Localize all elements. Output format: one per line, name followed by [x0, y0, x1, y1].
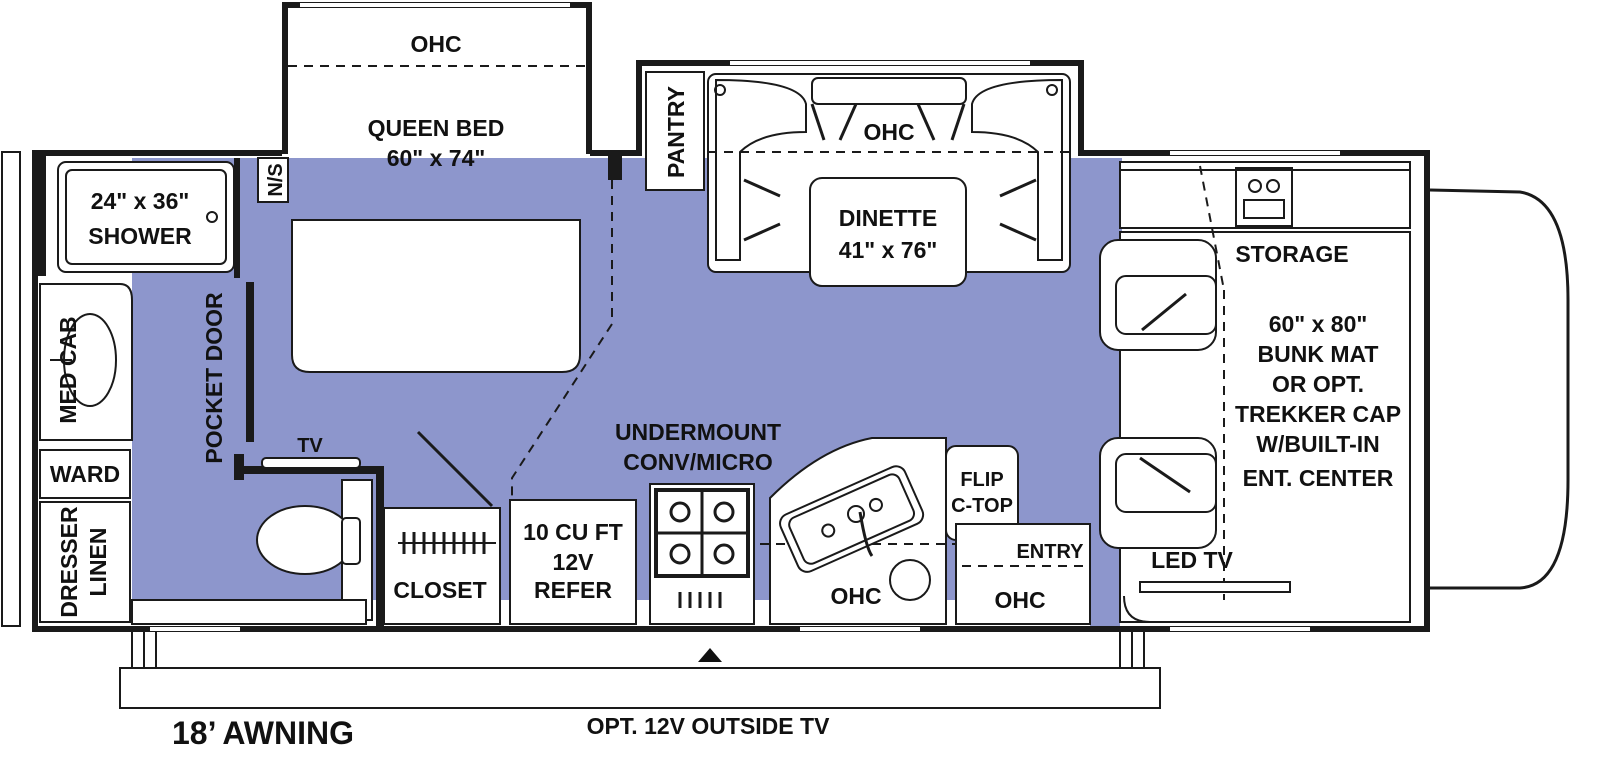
led-tv-label: LED TV	[1151, 547, 1233, 573]
linen-label: LINEN	[85, 528, 111, 597]
walkway-dash	[511, 180, 613, 500]
bath-tv-label: TV	[297, 435, 323, 457]
pantry-hinge	[608, 156, 622, 180]
burner-icon	[713, 501, 735, 523]
closet-label: CLOSET	[393, 577, 486, 603]
flip-top-label-1: FLIP	[960, 469, 1003, 491]
cab-outline	[1429, 188, 1570, 590]
cab-over-bunk	[1099, 161, 1411, 623]
refer-label-3: REFER	[534, 577, 612, 603]
entry-ohc-label: OHC	[994, 587, 1045, 613]
nightstand-label: N/S	[265, 163, 287, 196]
entry	[955, 523, 1091, 625]
awning-label: 18’ AWNING	[172, 715, 354, 751]
flip-top-label-2: C-TOP	[951, 495, 1013, 517]
shower-size-label: 24" x 36"	[91, 188, 190, 214]
pantry	[645, 71, 705, 191]
burner-icon	[713, 543, 735, 565]
refer-label-1: 10 CU FT	[523, 519, 623, 545]
dresser-label: DRESSER	[56, 506, 82, 618]
dinette-label: DINETTE	[839, 205, 937, 231]
entry-label: ENTRY	[1016, 541, 1084, 563]
cooktop-burner-icon	[1266, 179, 1280, 193]
med-cab-label: MED CAB	[55, 316, 81, 423]
nightstand	[257, 157, 289, 203]
pantry-label: PANTRY	[663, 86, 689, 178]
closet	[383, 430, 501, 625]
shower-label: SHOWER	[88, 223, 192, 249]
shower-drain-icon	[206, 211, 218, 223]
dinette-ohc-label: OHC	[863, 119, 914, 145]
galley-trash-icon	[889, 559, 931, 601]
outer-walls	[1, 2, 1430, 632]
toilet-icon	[256, 505, 354, 575]
bunk-label-2: BUNK MAT	[1258, 341, 1379, 367]
awning	[119, 632, 1161, 709]
bedroom-ohc-label: OHC	[410, 31, 461, 57]
bath-vanity	[39, 283, 133, 623]
bunk-label-5: W/BUILT-IN	[1256, 431, 1380, 457]
outside-tv-marker-icon	[698, 648, 722, 662]
bunk-label-1: 60" x 80"	[1269, 311, 1368, 337]
storage-label: STORAGE	[1235, 241, 1348, 267]
shower	[38, 156, 240, 278]
bunk-label-3: OR OPT.	[1272, 371, 1364, 397]
outside-tv-label: OPT. 12V OUTSIDE TV	[587, 713, 830, 739]
burner-icon	[669, 501, 691, 523]
bunk-label-4: TREKKER CAP	[1235, 401, 1401, 427]
microwave-label-2: CONV/MICRO	[623, 449, 773, 475]
toilet-room	[131, 454, 384, 626]
dinette-size-label: 41" x 76"	[839, 237, 938, 263]
refer-label-2: 12V	[553, 549, 595, 575]
hanging-rod-icon	[398, 532, 496, 554]
queen-bed-size: 60" x 74"	[387, 145, 486, 171]
pocket-door-label: POCKET DOOR	[201, 292, 227, 464]
wardrobe-label: WARD	[50, 461, 120, 487]
burner-icon	[669, 543, 691, 565]
stove	[649, 483, 755, 625]
pocket-door	[246, 282, 254, 442]
kitchen-sink-icon	[779, 465, 925, 573]
queen-bed	[288, 65, 586, 373]
refrigerator	[509, 499, 637, 625]
microwave-label-1: UNDERMOUNT	[615, 419, 781, 445]
galley-ohc-label: OHC	[830, 583, 881, 609]
bunk-label-6: ENT. CENTER	[1243, 465, 1394, 491]
dinette	[707, 73, 1071, 287]
cooktop-burner-icon	[1248, 179, 1262, 193]
queen-bed-label: QUEEN BED	[368, 115, 505, 141]
dinette-cushion-marks-icon	[743, 103, 1037, 242]
